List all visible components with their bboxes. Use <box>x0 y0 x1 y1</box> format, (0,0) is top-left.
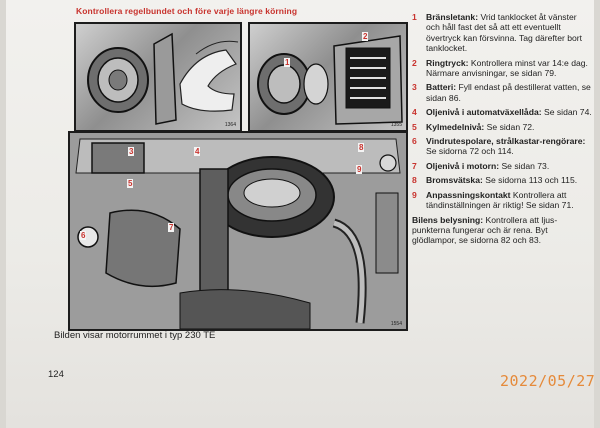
manual-page: Kontrollera regelbundet och före varje l… <box>6 0 594 428</box>
figure-number: 1355 <box>390 122 402 128</box>
illustration-tyre-label: 1 2 1355 <box>248 22 408 132</box>
callout-8: 8 <box>358 143 365 152</box>
callout-9: 9 <box>356 165 363 174</box>
photo-date-stamp: 2022/05/27 <box>500 372 596 390</box>
figure-number: 1364 <box>224 122 236 128</box>
lighting-note: Bilens belysning: Kontrollera att ljus-p… <box>412 214 558 246</box>
callout-7: 7 <box>168 223 175 232</box>
page-heading: Kontrollera regelbundet och före varje l… <box>76 6 298 16</box>
illustration-fuel-cap: 1364 <box>74 22 242 132</box>
figure-number: 1554 <box>390 321 402 327</box>
callout-2: 2 <box>362 32 369 41</box>
callout-5: 5 <box>127 179 134 188</box>
illustration-engine-bay: 3 4 5 6 7 8 9 1554 <box>68 131 408 331</box>
callout-1: 1 <box>284 58 291 67</box>
engine-bay-drawing <box>70 133 406 329</box>
callout-3: 3 <box>128 147 135 156</box>
tyre-label-drawing <box>257 35 403 125</box>
page-number: 124 <box>48 369 64 380</box>
fuel-cap-drawing <box>87 32 239 125</box>
callout-4: 4 <box>194 147 201 156</box>
figure-caption: Bilden visar motorrummet i typ 230 TE <box>54 330 216 341</box>
callout-6: 6 <box>80 231 87 240</box>
